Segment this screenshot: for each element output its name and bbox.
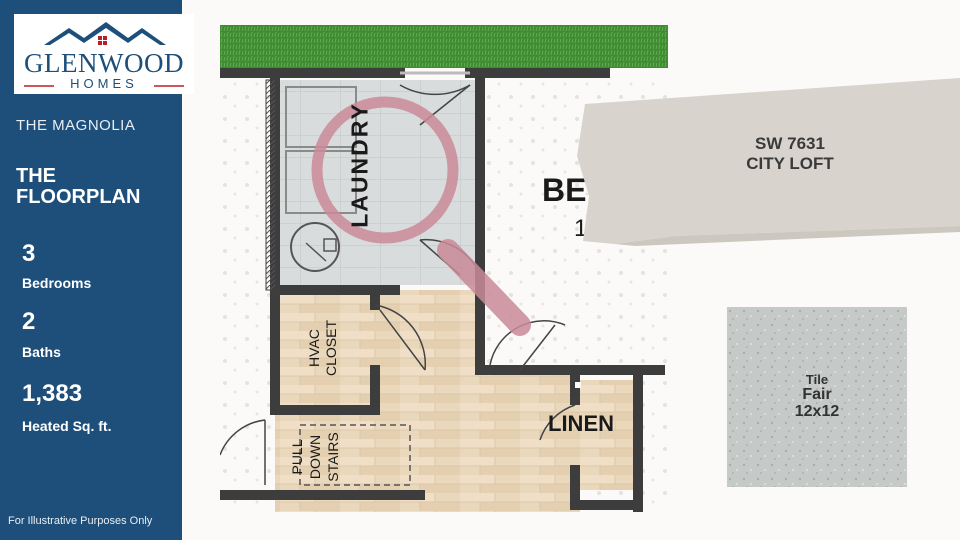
baths-label: Baths	[22, 344, 61, 360]
disclaimer: For Illustrative Purposes Only	[8, 515, 153, 527]
baths-count: 2	[22, 308, 36, 335]
bedrooms-label: Bedrooms	[22, 275, 92, 291]
magnifier-icon	[311, 96, 531, 336]
tile-size: 12x12	[794, 403, 840, 420]
house-roof-icon	[24, 22, 184, 87]
paint-swatch	[577, 78, 960, 246]
floorplan: LAUNDRY HVAC CLOSET PULL DOWN STAIRS LIN…	[215, 25, 668, 517]
paint-info: SW 7631 CITY LOFT	[705, 134, 875, 174]
tile-info: Tile Fair 12x12	[727, 372, 907, 421]
sidebar: GLENWOOD HOMES THE MAGNOLIA THE FLOORPLA…	[0, 0, 194, 540]
paint-code: SW 7631	[755, 134, 825, 153]
paint-name: CITY LOFT	[746, 154, 834, 173]
model-name: THE MAGNOLIA	[16, 117, 136, 134]
bedrooms-count: 3	[22, 240, 36, 267]
tile-label: Tile	[805, 372, 829, 387]
laundry-label: LAUNDRY	[346, 102, 373, 228]
brand-sub: HOMES	[70, 76, 138, 91]
floorplan-drawing	[215, 25, 668, 517]
sqft-count: 1,383	[22, 380, 83, 407]
tile-swatch	[727, 307, 907, 487]
hvac-closet-label: HVAC CLOSET	[306, 320, 339, 377]
tile-name: Fair	[802, 386, 832, 403]
bedroom-label: BE	[542, 172, 587, 208]
pull-down-stairs-label: PULL DOWN STAIRS	[289, 432, 341, 482]
sqft-label: Heated Sq. ft.	[22, 418, 112, 434]
logo: GLENWOOD HOMES	[14, 14, 194, 94]
linen-label: LINEN	[548, 411, 614, 436]
brand-name: GLENWOOD	[24, 48, 184, 78]
section-title: THE FLOORPLAN	[16, 165, 141, 208]
